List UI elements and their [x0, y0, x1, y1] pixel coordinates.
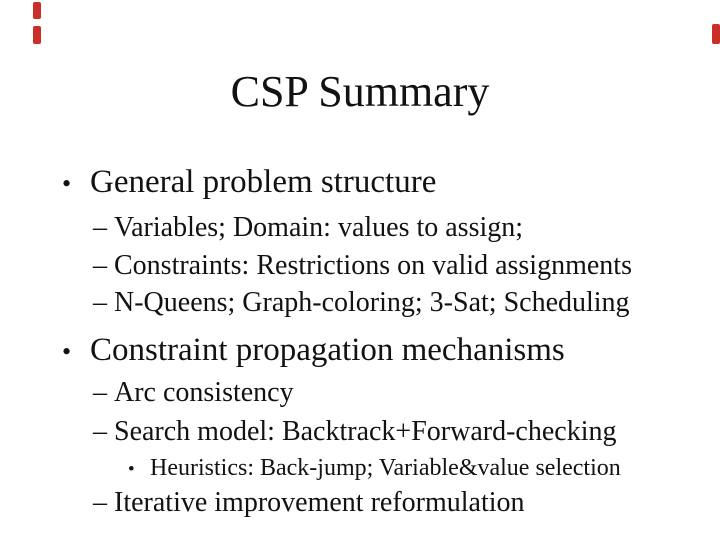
sub-item-text: N-Queens; Graph-coloring; 3-Sat; Schedul… [114, 287, 630, 318]
slide-title: CSP Summary [230, 67, 490, 116]
dash-icon: – [93, 416, 107, 447]
sub-item-text: Constraints: Restrictions on valid assig… [114, 250, 632, 281]
red-scan-artifact-mark [33, 2, 41, 19]
sub-item-variables-domain: – Variables; Domain: values to assign; [93, 212, 523, 244]
bullet-icon: • [128, 459, 135, 480]
sub-item-iterative-improvement: – Iterative improvement reformulation [93, 487, 525, 519]
sub-item-arc-consistency: – Arc consistency [93, 377, 294, 409]
red-scan-artifact-mark [712, 24, 720, 44]
bullet-icon: • [62, 169, 72, 198]
dash-icon: – [93, 377, 107, 408]
sub-item-nqueens-examples: – N-Queens; Graph-coloring; 3-Sat; Sched… [93, 287, 630, 319]
dash-icon: – [93, 287, 107, 318]
sub-item-search-model: – Search model: Backtrack+Forward-checki… [93, 416, 616, 448]
bullet-icon: • [62, 337, 72, 366]
sub-sub-item-heuristics: • Heuristics: Back-jump; Variable&value … [128, 454, 621, 484]
sub-item-text: Iterative improvement reformulation [114, 487, 525, 518]
bullet-text: General problem structure [90, 164, 437, 200]
dash-icon: – [93, 212, 107, 243]
red-scan-artifact-mark [33, 26, 41, 44]
sub-item-constraints-restrictions: – Constraints: Restrictions on valid ass… [93, 250, 632, 282]
sub-item-text: Search model: Backtrack+Forward-checking [114, 416, 617, 447]
bullet-item-general-problem-structure: • General problem structure [62, 163, 436, 203]
dash-icon: – [93, 250, 107, 281]
bullet-item-constraint-propagation: • Constraint propagation mechanisms [62, 331, 565, 371]
sub-item-text: Arc consistency [114, 377, 294, 408]
sub-item-text: Variables; Domain: values to assign; [114, 212, 524, 243]
sub-sub-item-text: Heuristics: Back-jump; Variable&value se… [150, 455, 621, 481]
bullet-text: Constraint propagation mechanisms [90, 332, 565, 368]
dash-icon: – [93, 487, 107, 518]
